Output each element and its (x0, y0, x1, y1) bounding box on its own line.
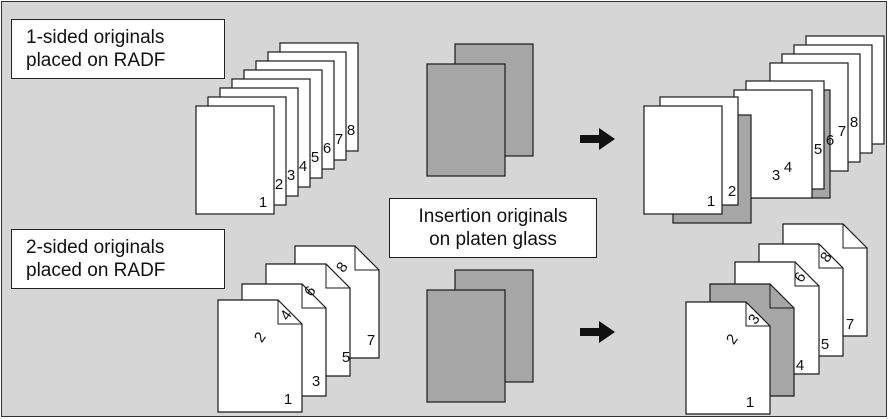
two-sided-original-sheet (217, 299, 303, 413)
folded-corner (354, 246, 379, 271)
page-number: 4 (784, 159, 792, 176)
page-number: 8 (850, 114, 858, 131)
original-sheet (643, 105, 723, 215)
page-number: 1 (259, 194, 267, 211)
label-two-sided-originals: 2-sided originals placed on RADF (11, 229, 225, 289)
page-number: 7 (335, 131, 343, 148)
folded-corner (325, 264, 350, 289)
folded-corner (842, 224, 867, 249)
page-number: 7 (838, 123, 846, 140)
original-sheet (195, 105, 275, 215)
page-number: 6 (826, 132, 834, 149)
label-line: placed on RADF (26, 260, 166, 281)
page-number: 1 (707, 193, 715, 210)
arrow-right-icon (580, 321, 615, 343)
insertion-sheet (426, 63, 506, 177)
label-line: placed on RADF (26, 50, 166, 71)
folded-corner (277, 300, 302, 325)
page-number: 5 (342, 349, 350, 366)
label-line: 2-sided originals (26, 237, 165, 258)
folded-corner (301, 284, 326, 309)
page-number: 4 (796, 357, 804, 374)
page-number: 7 (367, 332, 375, 349)
page-number: 8 (347, 122, 355, 139)
folded-corner (794, 262, 819, 287)
insertion-sheet (426, 289, 506, 403)
label-one-sided-originals: 1-sided originals placed on RADF (11, 19, 225, 79)
page-number: 5 (311, 149, 319, 166)
page-number: 4 (299, 158, 307, 175)
folded-corner (818, 244, 843, 269)
label-insertion-originals: Insertion originals on platen glass (389, 198, 597, 258)
page-number: 1 (284, 391, 292, 408)
two-sided-original-sheet (685, 301, 771, 415)
folded-corner (745, 302, 770, 327)
page-number: 7 (846, 316, 854, 333)
page-number: 3 (287, 167, 295, 184)
page-number: 1 (746, 394, 754, 411)
label-line: Insertion originals (418, 206, 568, 227)
page-number: 6 (323, 140, 331, 157)
page-number: 2 (728, 183, 736, 200)
folded-corner (769, 284, 794, 309)
label-line: 1-sided originals (26, 27, 165, 48)
page-number: 3 (772, 167, 780, 184)
page-number: 5 (814, 141, 822, 158)
label-line: on platen glass (429, 229, 557, 250)
page-number: 5 (821, 336, 829, 353)
arrow-right-icon (580, 128, 615, 150)
page-number: 3 (312, 373, 320, 390)
page-number: 2 (275, 176, 283, 193)
